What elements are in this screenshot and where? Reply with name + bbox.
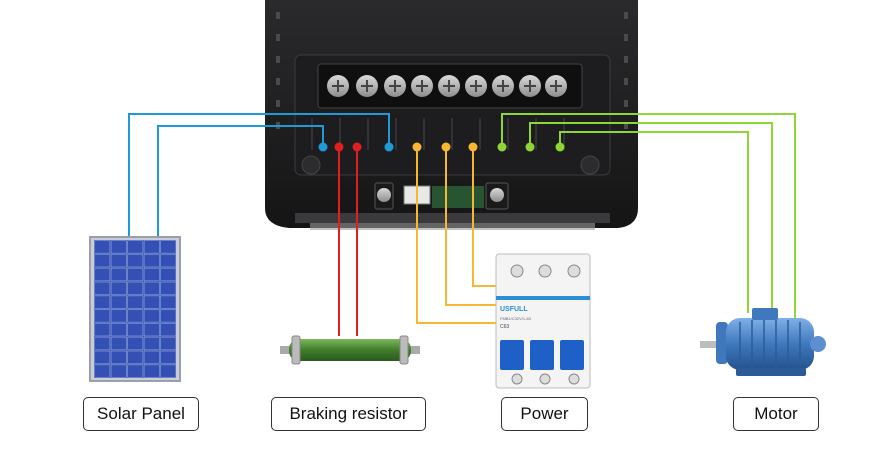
wire-power-1 xyxy=(416,147,496,324)
terminal-dot xyxy=(497,142,507,152)
wire-power-2 xyxy=(445,147,496,306)
terminal-dot xyxy=(441,142,451,152)
breaker-model: FMB1/C32V/1-63 xyxy=(500,316,532,321)
braking-resistor-icon xyxy=(280,335,420,365)
terminal-dot xyxy=(384,142,394,152)
electric-motor-icon xyxy=(700,308,826,376)
solar-panel-label: Solar Panel xyxy=(83,397,199,431)
terminal-screws xyxy=(327,75,567,97)
terminal-dot xyxy=(468,142,478,152)
terminal-dots xyxy=(318,142,565,152)
wire-solar-2 xyxy=(128,113,390,241)
breaker-rating: C63 xyxy=(500,324,509,330)
solar-panel-icon xyxy=(89,236,181,382)
wire-power-3 xyxy=(472,147,496,287)
braking-resistor-label: Braking resistor xyxy=(271,397,426,431)
wire-motor-2 xyxy=(529,122,773,317)
inverter-device xyxy=(265,0,638,230)
wire-motor-1 xyxy=(501,113,796,323)
terminal-dot xyxy=(334,142,344,152)
circuit-breaker-icon: USFULL FMB1/C32V/1-63 C63 xyxy=(495,253,591,389)
wire-motor-3 xyxy=(559,131,749,313)
wires xyxy=(128,113,796,336)
terminal-dot xyxy=(318,142,328,152)
terminal-dot xyxy=(352,142,362,152)
breaker-brand: USFULL xyxy=(500,306,528,313)
vent-slots xyxy=(276,12,628,129)
power-label: Power xyxy=(501,397,588,431)
terminal-separators xyxy=(311,118,565,150)
terminal-dot xyxy=(555,142,565,152)
terminal-dot xyxy=(525,142,535,152)
terminal-dot xyxy=(412,142,422,152)
motor-label: Motor xyxy=(733,397,819,431)
wire-solar-1 xyxy=(157,125,324,241)
